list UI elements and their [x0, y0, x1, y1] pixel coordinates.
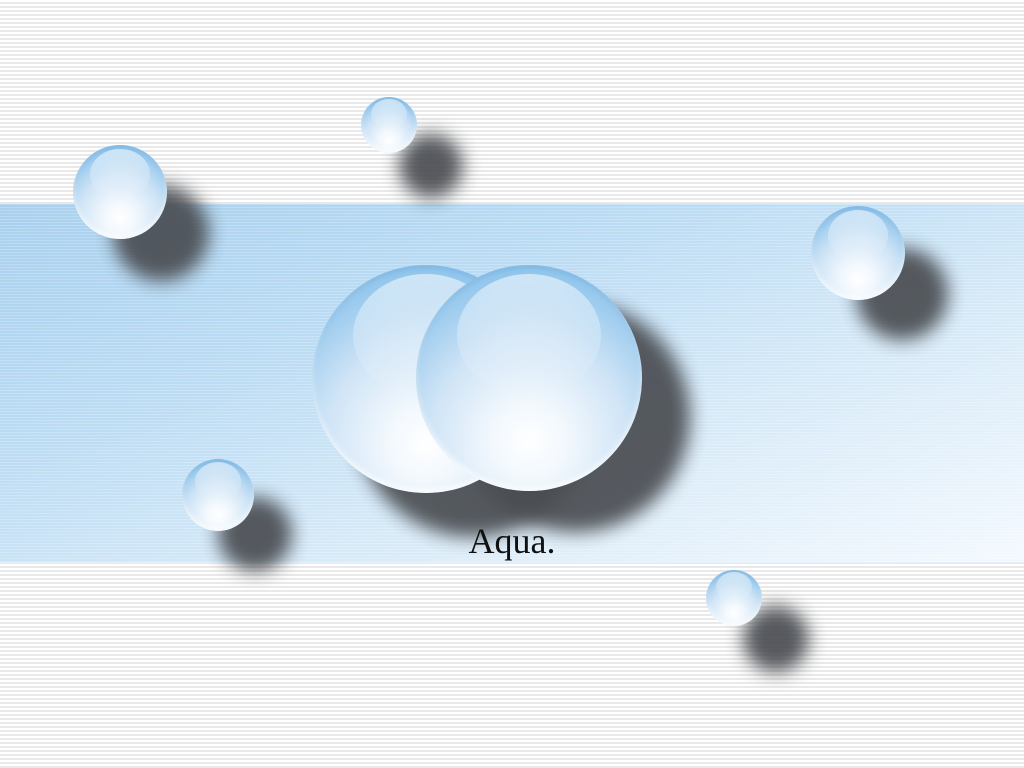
bubble-highlight [371, 99, 407, 130]
bubble-highlight [89, 148, 151, 200]
bubble-highlight [716, 572, 752, 603]
water-bubble [73, 145, 167, 239]
bubble-highlight [456, 274, 602, 397]
water-bubble [811, 206, 905, 300]
wallpaper-caption: Aqua. [468, 521, 556, 561]
large-water-bubble [416, 265, 642, 491]
bubble-shadow [399, 134, 463, 198]
water-bubble [361, 97, 417, 153]
water-bubble [182, 459, 254, 531]
bubble-highlight [827, 209, 889, 261]
bubble-highlight [194, 461, 242, 501]
water-bubble [706, 570, 762, 626]
